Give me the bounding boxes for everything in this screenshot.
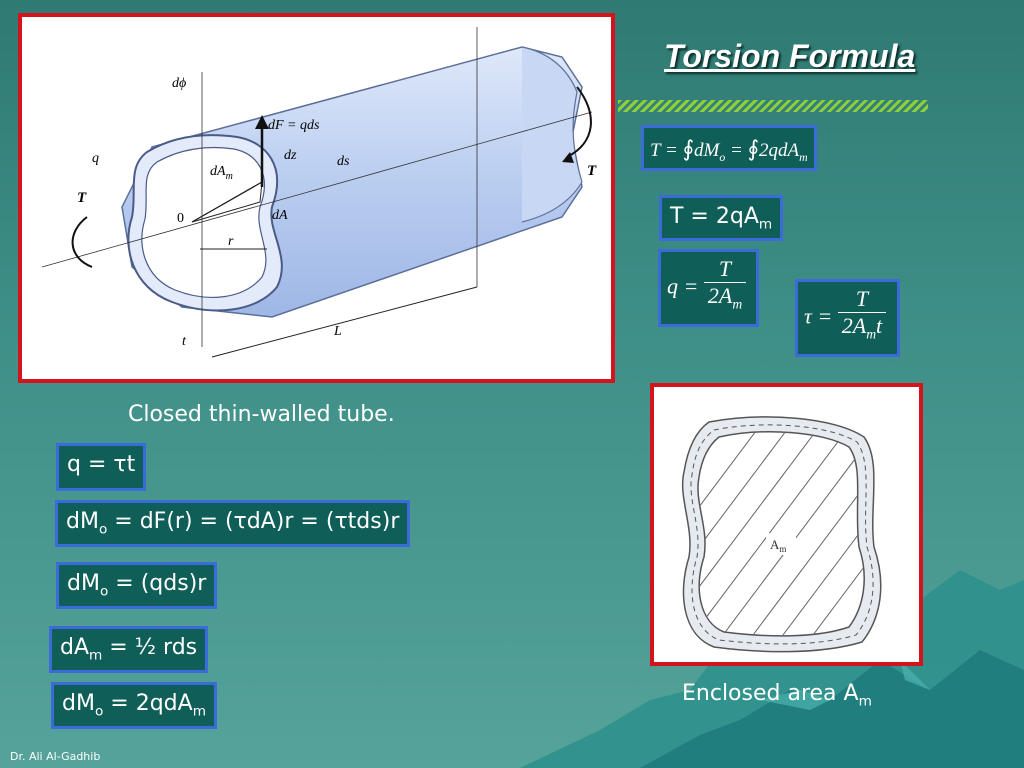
- area-caption: Enclosed area Am: [682, 681, 872, 710]
- slide-title: Torsion Formula: [664, 38, 916, 74]
- label-q: q: [92, 151, 99, 166]
- label-zero: 0: [177, 211, 184, 226]
- label-ds: ds: [337, 154, 350, 169]
- label-dphi: dϕ: [172, 76, 186, 91]
- label-dz: dz: [284, 148, 297, 163]
- dAm-box: dAm = ½ rds: [49, 626, 209, 673]
- q-tau-box: q = τt: [56, 443, 147, 491]
- torque-integral-box: T = ∮dMo = ∮2qdAm: [641, 125, 817, 171]
- dMo-expansion-box: dMo = dF(r) = (τdA)r = (τtds)r: [55, 500, 411, 547]
- label-dF: dF = qds: [268, 118, 320, 133]
- q-fraction-box: q = T 2Am: [658, 249, 759, 327]
- label-r: r: [228, 234, 234, 249]
- label-t: t: [182, 334, 187, 349]
- label-dA: dA: [272, 208, 288, 223]
- dMo-final-box: dMo = 2qdAm: [51, 682, 217, 729]
- dMo-qds-box: dMo = (qds)r: [56, 562, 218, 609]
- footer-author: Dr. Ali Al-Gadhib: [10, 750, 101, 763]
- area-figure: Am: [650, 383, 923, 666]
- label-dAm: dAm: [210, 164, 233, 182]
- label-T-right: T: [587, 163, 597, 179]
- tube-figure: dϕ dF = qds q dz ds dAm T T 0 dA r t L: [18, 13, 615, 383]
- tau-fraction-box: τ = T 2Amt: [795, 279, 900, 357]
- tube-diagram: dϕ dF = qds q dz ds dAm T T 0 dA r t L: [41, 27, 597, 358]
- title-underline-hatch: [618, 100, 928, 112]
- label-T-left: T: [77, 190, 87, 206]
- tube-caption: Closed thin-walled tube.: [128, 402, 395, 427]
- T-equation-box: T = 2qAm: [659, 195, 784, 241]
- label-Am: Am: [770, 537, 786, 554]
- area-diagram: Am: [681, 416, 882, 653]
- label-L: L: [333, 324, 342, 339]
